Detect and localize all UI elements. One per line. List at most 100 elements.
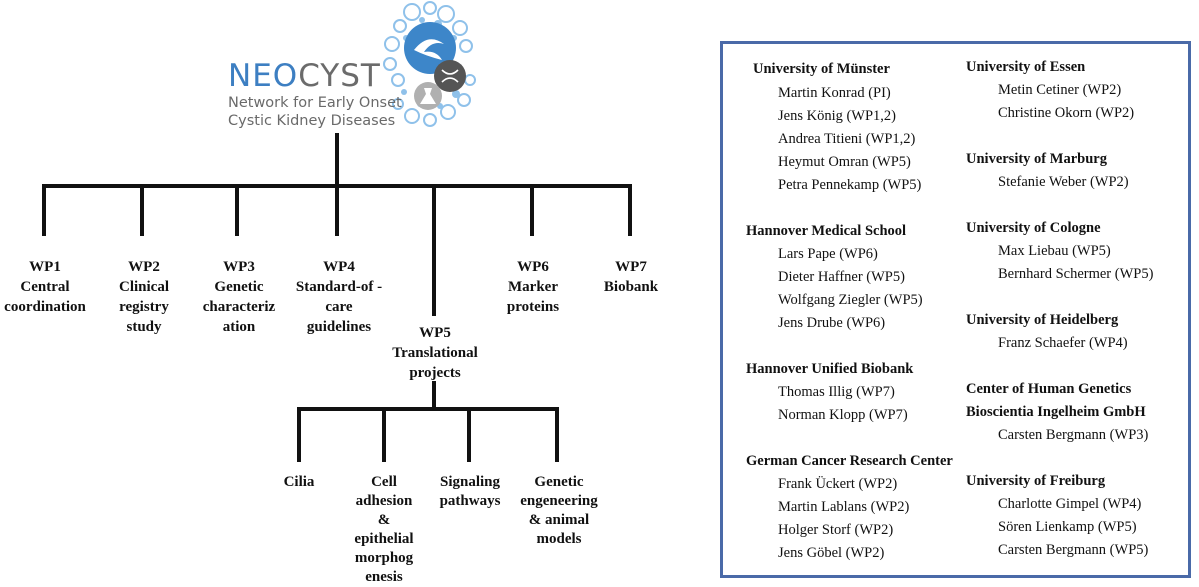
project-label-line: pathways bbox=[439, 493, 501, 509]
project-label-line: Genetic bbox=[534, 474, 584, 490]
partner-member: Holger Storf (WP2) bbox=[778, 522, 894, 538]
partner-member: Frank Ückert (WP2) bbox=[778, 476, 898, 492]
project-label-line: & animal bbox=[528, 512, 590, 528]
partner-member: Bernhard Schermer (WP5) bbox=[998, 266, 1154, 282]
logo-subtitle-line2: Cystic Kidney Diseases bbox=[228, 113, 396, 129]
wp-label-line: proteins bbox=[506, 299, 560, 315]
partner-member: Heymut Omran (WP5) bbox=[778, 154, 911, 170]
wp-node-wp5: WP5 Translational projects bbox=[380, 323, 490, 383]
wp-label-line: study bbox=[126, 319, 162, 335]
partner-member: Jens Drube (WP6) bbox=[778, 315, 886, 331]
partner-member: Metin Cetiner (WP2) bbox=[998, 82, 1122, 98]
wp-label-line: Clinical bbox=[118, 279, 169, 295]
partner-member: Jens König (WP1,2) bbox=[778, 108, 897, 124]
partner-institution-name: University of Heidelberg bbox=[966, 312, 1119, 328]
wp-node-wp2: WP2 Clinical registry study bbox=[102, 257, 186, 337]
wp-label-line: registry bbox=[119, 299, 169, 315]
partner-member: Martin Lablans (WP2) bbox=[778, 499, 910, 515]
partner-member: Christine Okorn (WP2) bbox=[998, 105, 1135, 121]
project-label-line: morphog bbox=[354, 550, 414, 566]
wp-id: WP1 bbox=[29, 259, 61, 275]
partner-member: Franz Schaefer (WP4) bbox=[998, 335, 1128, 351]
wp-id: WP7 bbox=[615, 259, 647, 275]
partner-member: Thomas Illig (WP7) bbox=[778, 384, 895, 400]
project-label-line: Signaling bbox=[439, 474, 501, 490]
connector-genetic-engineering bbox=[555, 407, 559, 462]
partner-institution-name: Center of Human Genetics bbox=[966, 381, 1132, 397]
partner-member: Max Liebau (WP5) bbox=[998, 243, 1111, 259]
partner-institution-name-line2: Bioscientia Ingelheim GmbH bbox=[966, 404, 1146, 420]
project-label-line: engeneering bbox=[520, 493, 598, 509]
connector-wp5-horizontal bbox=[297, 407, 559, 411]
connector-wp3 bbox=[235, 184, 239, 236]
partner-member: Sören Lienkamp (WP5) bbox=[998, 519, 1137, 535]
wp-node-wp4: WP4 Standard-of - care guidelines bbox=[290, 257, 388, 337]
connector-cilia bbox=[297, 407, 301, 462]
partner-member: Norman Klopp (WP7) bbox=[778, 407, 908, 423]
wp5-project-genetic-engineering: Genetic engeneering & animal models bbox=[517, 473, 601, 549]
connector-wp1 bbox=[42, 184, 46, 236]
wp-node-wp1: WP1 Central coordination bbox=[0, 257, 90, 317]
wp5-project-cilia: Cilia bbox=[270, 473, 328, 492]
wp-label-line: projects bbox=[409, 365, 461, 381]
wp-label-line: ation bbox=[222, 319, 256, 335]
project-label-line: Cell bbox=[371, 474, 397, 490]
partners-panel bbox=[720, 41, 1191, 578]
project-label-line: epithelial bbox=[354, 531, 414, 547]
partner-member: Martin Konrad (PI) bbox=[778, 85, 891, 101]
logo-title-neo: NEO bbox=[228, 58, 299, 94]
project-label-line: models bbox=[536, 531, 582, 547]
partner-institution-name: University of Essen bbox=[966, 59, 1086, 75]
connector-cell-adhesion bbox=[382, 407, 386, 462]
wp-label-line: Central bbox=[20, 279, 70, 295]
wp-label-line: Translational bbox=[392, 345, 478, 361]
partner-member: Dieter Haffner (WP5) bbox=[778, 269, 905, 285]
partner-institution-name: University of Münster bbox=[753, 61, 890, 77]
logo-subtitle-line1: Network for Early Onset bbox=[228, 95, 402, 111]
project-label-line: adhesion bbox=[355, 493, 413, 509]
partner-member: Stefanie Weber (WP2) bbox=[998, 174, 1129, 190]
wp-label-line: characteriz bbox=[202, 299, 276, 315]
connector-wp7 bbox=[628, 184, 632, 236]
wp-label-line: Biobank bbox=[603, 279, 659, 295]
connector-wp5-down bbox=[432, 381, 436, 411]
partner-member: Charlotte Gimpel (WP4) bbox=[998, 496, 1142, 512]
wp-label-line: care bbox=[325, 299, 353, 315]
wp-label-line: coordination bbox=[4, 299, 86, 315]
project-label-line: enesis bbox=[365, 569, 403, 585]
wp-label-line: Genetic bbox=[214, 279, 264, 295]
logo-title: NEOCYST bbox=[228, 58, 381, 94]
connector-logo-down bbox=[335, 133, 339, 187]
partner-member: Wolfgang Ziegler (WP5) bbox=[778, 292, 923, 308]
partner-member: Petra Pennekamp (WP5) bbox=[778, 177, 922, 193]
partner-institution-name: German Cancer Research Center bbox=[746, 453, 953, 469]
wp-node-wp6: WP6 Marker proteins bbox=[500, 257, 566, 317]
wp-id: WP6 bbox=[517, 259, 549, 275]
logo-title-cyst: CYST bbox=[298, 58, 381, 94]
wp-id: WP3 bbox=[223, 259, 255, 275]
wp-label-line: Marker bbox=[508, 279, 558, 295]
connector-wp5 bbox=[432, 184, 436, 316]
partner-institution-name: University of Marburg bbox=[966, 151, 1107, 167]
connector-signaling bbox=[467, 407, 471, 462]
connector-wp6 bbox=[530, 184, 534, 236]
wp-id: WP4 bbox=[323, 259, 355, 275]
wp-node-wp3: WP3 Genetic characteriz ation bbox=[197, 257, 281, 337]
partner-member: Carsten Bergmann (WP3) bbox=[998, 427, 1149, 443]
partner-member: Jens Göbel (WP2) bbox=[778, 545, 885, 561]
partner-member: Lars Pape (WP6) bbox=[778, 246, 878, 262]
wp-id: WP5 bbox=[419, 325, 451, 341]
partner-member: Andrea Titieni (WP1,2) bbox=[778, 131, 916, 147]
project-label-line: & bbox=[377, 512, 391, 528]
partner-institution-name: University of Cologne bbox=[966, 220, 1101, 236]
project-label-line: Cilia bbox=[283, 474, 315, 490]
partner-institution-name: Hannover Unified Biobank bbox=[746, 361, 914, 377]
logo-bubbles-graphic bbox=[383, 1, 476, 127]
partner-institution-name: Hannover Medical School bbox=[746, 223, 907, 239]
connector-wp4 bbox=[335, 184, 339, 236]
wp-label-line: Standard-of - bbox=[295, 279, 383, 295]
wp5-project-signaling: Signaling pathways bbox=[430, 473, 510, 511]
wp-label-line: guidelines bbox=[306, 319, 372, 335]
partner-institution-name: University of Freiburg bbox=[966, 473, 1106, 489]
partner-member: Carsten Bergmann (WP5) bbox=[998, 542, 1149, 558]
